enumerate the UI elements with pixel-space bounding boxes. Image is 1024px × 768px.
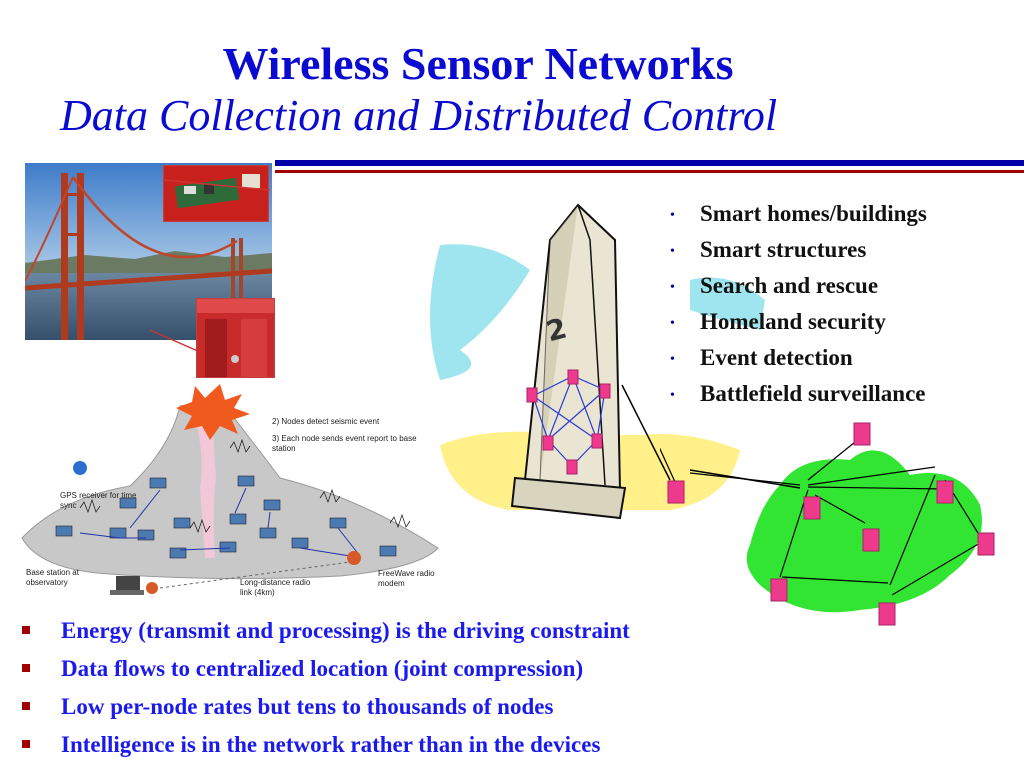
- list-item: Energy (transmit and processing) is the …: [22, 612, 630, 650]
- list-item: •Smart structures: [670, 237, 867, 262]
- key-points-list: Energy (transmit and processing) is the …: [22, 612, 630, 764]
- list-item: •Smart homes/buildings: [670, 201, 927, 226]
- list-item: •Battlefield surveillance: [670, 381, 926, 406]
- gps-receiver-label: GPS receiver for time sync: [60, 491, 137, 510]
- sensor-node-photo: [163, 165, 269, 222]
- bridge-mount-photo: [196, 298, 275, 378]
- application-list: •Smart homes/buildings •Smart structures…: [670, 197, 927, 413]
- report-step-label: 3) Each node sends event report to base …: [272, 434, 417, 453]
- mesh-network-diagram: [660, 422, 995, 626]
- monument-network-illustration: 2: [430, 203, 765, 520]
- slide-title: Wireless Sensor Networks: [222, 38, 734, 89]
- list-item: •Homeland security: [670, 309, 886, 334]
- list-item: •Search and rescue: [670, 273, 879, 298]
- list-item: Intelligence is in the network rather th…: [22, 726, 630, 764]
- title-rule-red: [0, 170, 1024, 173]
- radio-link-label: Long-distance radio link (4km): [240, 578, 311, 597]
- volcano-sensor-diagram: [21, 384, 439, 595]
- list-item: Low per-node rates but tens to thousands…: [22, 688, 630, 726]
- list-item: Data flows to centralized location (join…: [22, 650, 630, 688]
- title-rule-blue: [0, 160, 1024, 166]
- bullet-square-icon: [22, 740, 30, 748]
- base-station-label: Base station at observatory: [26, 568, 79, 587]
- bullet-square-icon: [22, 702, 30, 710]
- list-item: •Event detection: [670, 345, 853, 370]
- bullet-square-icon: [22, 626, 30, 634]
- bullet-square-icon: [22, 664, 30, 672]
- slide-subtitle: Data Collection and Distributed Control: [60, 91, 778, 140]
- freewave-modem-label: FreeWave radio modem: [378, 569, 435, 588]
- detect-step-label: 2) Nodes detect seismic event: [272, 417, 380, 426]
